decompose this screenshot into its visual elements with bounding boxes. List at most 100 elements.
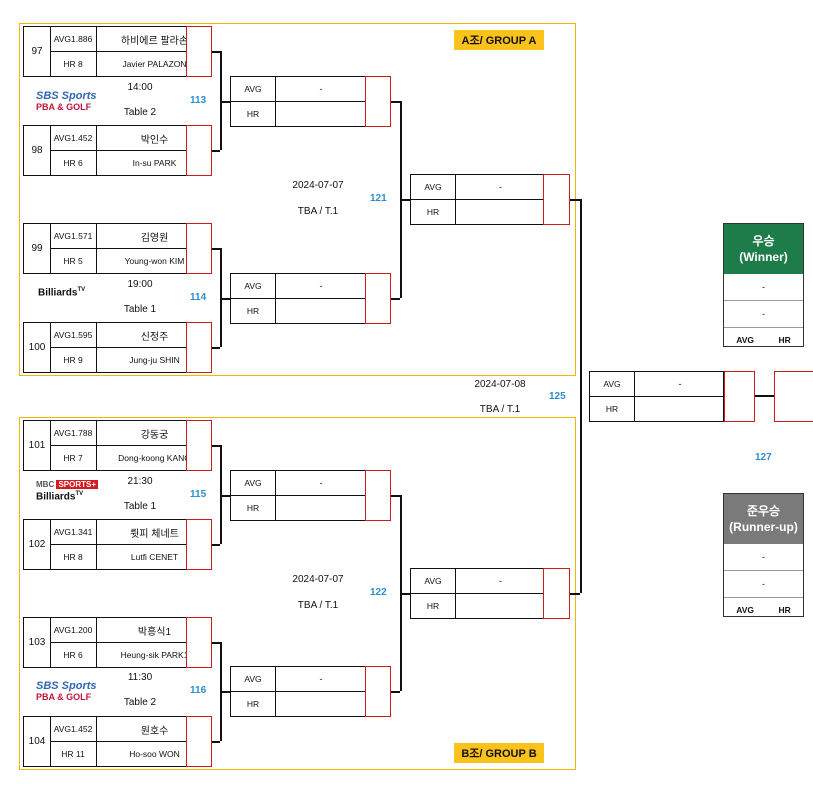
connector [212,445,220,447]
score-cell [365,76,391,127]
connector [212,51,220,53]
player-seed: 104 [24,717,51,766]
match-table: Table 1 [123,501,157,512]
match-hr-label: HR [231,102,276,126]
match-value: - [276,471,366,496]
player-hr: HR 9 [50,348,97,372]
player-korean-name: 륏피 체네트 [97,520,212,545]
match-place: TBA / T.1 [297,206,339,217]
match-avg-label: AVG [231,667,276,692]
match-number: 121 [370,193,387,204]
billiards-tv-logo: BilliardsTV [36,491,98,502]
logo-text: TV [77,287,86,293]
match-127-number: 127 [755,452,772,463]
player-avg: AVG1.886 [50,27,97,52]
score-cell [186,26,212,77]
match-time: 11:30 [127,672,153,683]
connector [220,101,230,103]
connector [212,150,220,152]
runnerup-title-ko: 준우승 [746,504,781,518]
runnerup-card: 준우승 (Runner-up) - - AVG HR [723,493,804,617]
player-english-name: Jung-ju SHIN [129,355,180,365]
match-value: - [276,274,366,299]
connector [391,298,400,300]
player-hr: HR 8 [50,545,97,569]
runnerup-hr: HR [778,605,791,615]
logo-text: PBA & GOLF [36,692,92,702]
match-avg-label: AVG [411,175,456,200]
player-english-name: Young-won KIM [124,256,185,266]
match-avg-label: AVG [590,372,635,397]
logo-text: MBC [36,480,55,489]
connector [212,642,220,644]
match-hr-label: HR [231,692,276,716]
winner-header: 우승 (Winner) [724,224,803,274]
match-125-box[interactable]: AVG HR - [589,371,725,422]
connector [570,593,580,595]
player-avg: AVG1.788 [50,421,97,446]
match-value: - [635,372,725,397]
connector [220,51,222,150]
connector [391,691,400,693]
match-hr-label: HR [411,594,456,618]
match-number: 115 [190,489,207,500]
player-avg: AVG1.571 [50,224,97,249]
player-english-name: Dong-koong KANG [118,453,191,463]
player-english-name: Heung-sik PARK1 [120,650,189,660]
match-date: 2024-07-07 [292,180,344,191]
connector [212,741,220,743]
runnerup-avg: AVG [736,605,755,615]
player-seed: 103 [24,618,51,667]
runnerup-line1: - [724,544,803,571]
player-english-name: In-su PARK [132,158,177,168]
player-korean-name: 신정주 [97,323,212,348]
logo-text: Billiards [38,287,78,299]
score-cell [186,519,212,570]
logo-text: SBS Sports [36,680,97,692]
match-avg-label: AVG [231,77,276,102]
match-number: 114 [190,292,207,303]
player-avg: AVG1.452 [50,126,97,151]
score-cell [186,420,212,471]
score-cell [543,174,570,225]
match-number: 116 [190,685,207,696]
match-hr-label: HR [231,496,276,520]
group-b-label: B조/ GROUP B [454,743,544,763]
player-hr: HR 11 [50,742,97,766]
winner-footer: AVG HR [724,328,803,352]
match-value: - [456,569,545,594]
logo-text: SPORTS+ [56,480,99,489]
score-cell [365,470,391,521]
match-number: 113 [190,95,207,106]
match-time: 14:00 [127,82,153,93]
score-cell [186,322,212,373]
score-cell [186,716,212,767]
player-korean-name: 박흥식1 [97,618,212,643]
player-avg: AVG1.200 [50,618,97,643]
match-value: - [276,667,366,692]
winner-line2: - [724,301,803,328]
winner-line1: - [724,274,803,301]
score-cell [543,568,570,619]
player-korean-name: 하비에르 팔라손 [97,27,212,52]
match-hr-label: HR [411,200,456,224]
winner-title-en: (Winner) [739,250,788,264]
score-cell [365,273,391,324]
match-value: - [456,175,545,200]
connector [212,248,220,250]
connector [391,495,400,497]
